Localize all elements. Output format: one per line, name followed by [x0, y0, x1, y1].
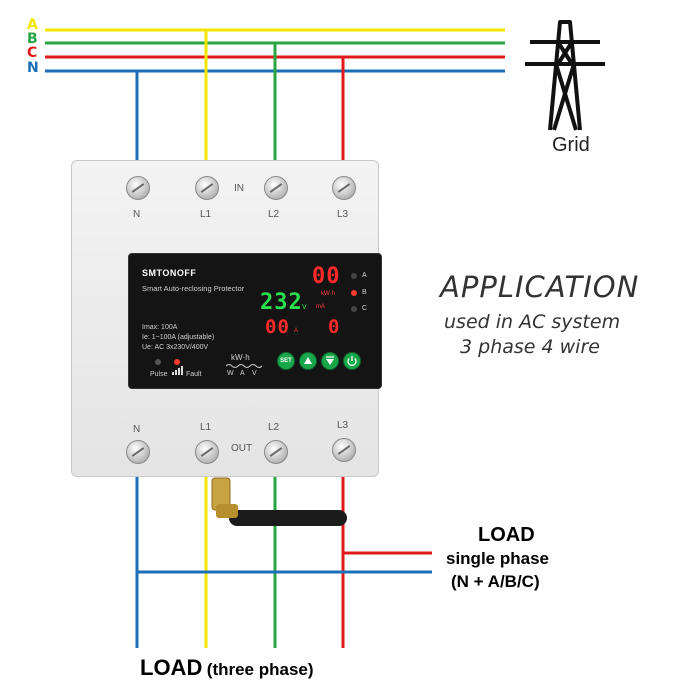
meter-label-v: V — [252, 370, 257, 377]
down-arrow-icon — [326, 356, 334, 365]
phase-letter-c: C — [27, 45, 38, 61]
pulse-label: Pulse — [150, 371, 168, 378]
kwh-unit: kW·h — [321, 291, 335, 297]
out-label: OUT — [231, 443, 253, 454]
device-subtitle: Smart Auto-reclosing Protector — [142, 284, 245, 293]
spec-imax: Imax: 100A — [142, 324, 178, 331]
terminal-label-out-n: N — [133, 424, 141, 435]
application-line2: 3 phase 4 wire — [460, 336, 600, 358]
meter-top-label: kW·h — [231, 353, 250, 362]
phase-indicator-c: C — [362, 305, 368, 312]
phase-led-b — [351, 290, 357, 296]
phase-indicator-b: B — [362, 289, 367, 296]
voltage-display: 232 — [260, 290, 303, 315]
power-icon — [347, 356, 357, 366]
terminal-label-out-l2: L2 — [268, 422, 280, 433]
phase-letter-n: N — [27, 60, 39, 76]
voltage-unit: V — [302, 304, 307, 311]
current-display: 00 — [265, 316, 290, 338]
spec-ie: Ie: 1~100A (adjustable) — [142, 334, 215, 341]
signal-bars-icon — [172, 366, 183, 375]
application-line1: used in AC system — [444, 311, 621, 333]
application-title: APPLICATION — [440, 270, 640, 304]
phase-letter-b: B — [27, 31, 38, 47]
terminal-label-in-l3: L3 — [337, 209, 349, 220]
meter-label-w: W — [227, 370, 234, 377]
in-label: IN — [234, 183, 244, 194]
terminal-screw-out-n — [126, 440, 150, 464]
wave-icon — [226, 364, 262, 368]
brand-name: SMTONOFF — [142, 268, 197, 278]
pulse-led — [155, 359, 161, 365]
spec-ue: Ue: AC 3x230V/400V — [142, 344, 209, 351]
set-button[interactable]: SET — [277, 352, 295, 370]
terminal-label-in-n: N — [133, 209, 141, 220]
ma-unit: mA — [316, 304, 325, 310]
load-three-subtitle: (three phase) — [206, 660, 314, 679]
power-tower-icon — [525, 20, 605, 131]
phase-letter-a: A — [27, 17, 38, 33]
terminal-label-out-l3: L3 — [337, 420, 349, 431]
terminal-label-in-l1: L1 — [200, 209, 212, 220]
terminal-screw-in-l3 — [332, 176, 356, 200]
terminal-screw-in-l2 — [264, 176, 288, 200]
terminal-screw-out-l1 — [195, 440, 219, 464]
grid-label: Grid — [552, 134, 590, 156]
phase-led-a — [351, 273, 357, 279]
down-button[interactable] — [321, 352, 339, 370]
fault-led — [174, 359, 180, 365]
up-button[interactable] — [299, 352, 317, 370]
fault-label: Fault — [186, 371, 202, 378]
phase-indicator-a: A — [362, 272, 367, 279]
antenna-icon — [211, 477, 347, 526]
load-three-title: LOAD — [140, 655, 203, 680]
front-panel — [128, 253, 382, 389]
terminal-screw-out-l3 — [332, 438, 356, 462]
phase-led-c — [351, 306, 357, 312]
terminal-screw-in-n — [126, 176, 150, 200]
current-unit: A — [294, 328, 299, 334]
load-single-title: LOAD — [478, 524, 535, 546]
up-arrow-icon — [304, 357, 312, 364]
load-three-label: LOAD (three phase) — [140, 655, 314, 681]
meter-label-a: A — [240, 370, 245, 377]
power-button[interactable] — [343, 352, 361, 370]
terminal-screw-in-l1 — [195, 176, 219, 200]
load-single-line1: single phase — [446, 549, 549, 568]
load-single-line2: (N + A/B/C) — [451, 572, 540, 591]
kwh-display: 00 — [312, 264, 341, 289]
terminal-label-in-l2: L2 — [268, 209, 280, 220]
terminal-screw-out-l2 — [264, 440, 288, 464]
terminal-label-out-l1: L1 — [200, 422, 212, 433]
leakage-display: 0 — [328, 316, 341, 338]
